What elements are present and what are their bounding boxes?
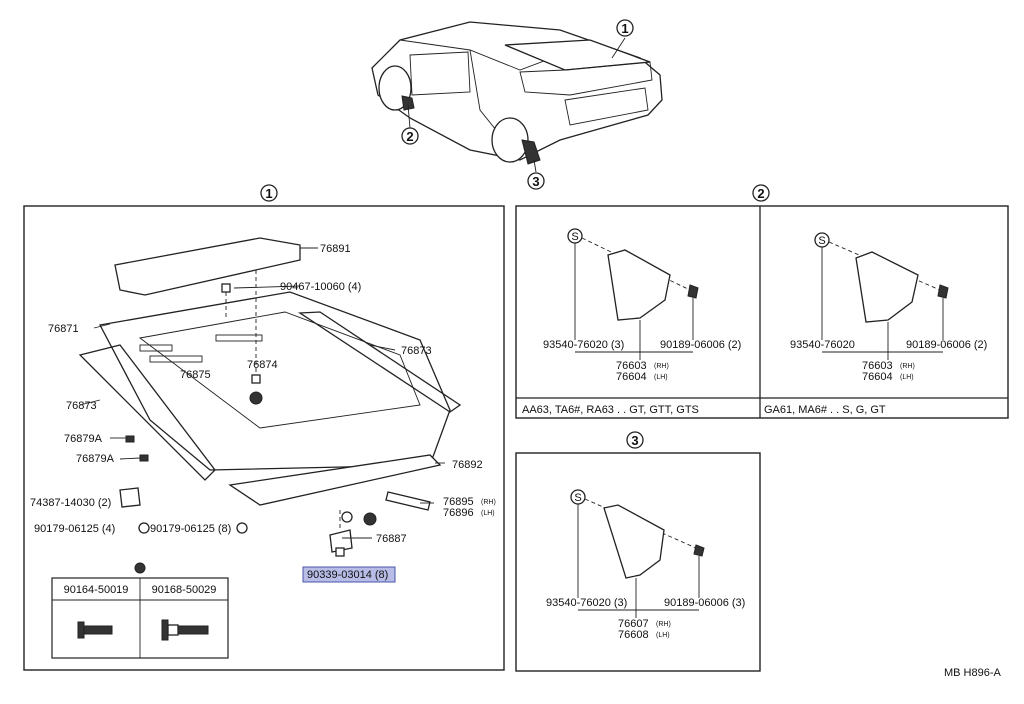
weatherstrip-right bbox=[297, 311, 462, 413]
footer-code: MB H896-A bbox=[944, 667, 1002, 679]
table-header-90168-50029: 90168-50029 bbox=[152, 584, 217, 596]
svg-text:S: S bbox=[818, 235, 825, 247]
svg-text:(LH): (LH) bbox=[481, 510, 495, 517]
svg-text:(LH): (LH) bbox=[900, 374, 914, 381]
label-90189-06006-2-right: 90189-06006 (2) bbox=[906, 339, 987, 351]
mudflap-sub-left: S 93540-76020 (3) 90189-06006 (2) 76603 … bbox=[522, 228, 741, 416]
label-76873-right: 76873 bbox=[401, 345, 432, 357]
label-90179-06125-a: 90179-06125 (4) bbox=[34, 523, 115, 535]
label-76887: 76887 bbox=[376, 533, 407, 545]
mudflap-icon bbox=[855, 251, 919, 323]
callout-2-panel: 2 bbox=[752, 184, 770, 202]
bolt-icon-2 bbox=[161, 619, 209, 641]
svg-text:90339-03014 (8): 90339-03014 (8) bbox=[307, 569, 388, 581]
hinge-part bbox=[119, 487, 141, 508]
lower-frame bbox=[228, 454, 442, 506]
label-76875: 76875 bbox=[180, 369, 211, 381]
car-illustration bbox=[371, 21, 663, 173]
label-76879a-1: 76879A bbox=[64, 433, 103, 445]
svg-text:1: 1 bbox=[265, 186, 272, 201]
label-76871: 76871 bbox=[48, 323, 79, 335]
panel-3: 3 S 93540-76020 (3) 90189-06006 (3) 7660… bbox=[515, 431, 761, 672]
label-90339-03014-highlighted[interactable]: 90339-03014 (8) bbox=[302, 566, 396, 583]
bolt-table: 90164-50019 90168-50029 bbox=[51, 562, 229, 659]
label-76603-left: 76603 bbox=[616, 360, 647, 372]
svg-text:2: 2 bbox=[406, 129, 413, 144]
svg-text:(LH): (LH) bbox=[656, 632, 670, 639]
label-76608: 76608 bbox=[618, 629, 649, 641]
label-76892: 76892 bbox=[452, 459, 483, 471]
label-76603-right: 76603 bbox=[862, 360, 893, 372]
label-90189-06006-2-left: 90189-06006 (2) bbox=[660, 339, 741, 351]
svg-text:3: 3 bbox=[532, 174, 539, 189]
label-93540-76020-3-left: 93540-76020 (3) bbox=[543, 339, 624, 351]
panel-2-frame bbox=[515, 205, 1009, 419]
label-76607: 76607 bbox=[618, 618, 649, 630]
table-header-90164-50019: 90164-50019 bbox=[64, 584, 129, 596]
svg-text:3: 3 bbox=[631, 433, 638, 448]
mudflap-icon bbox=[607, 249, 671, 321]
roof-glass-opening bbox=[138, 311, 421, 429]
models-left: AA63, TA6#, RA63 . . GT, GTT, GTS bbox=[522, 404, 699, 416]
svg-text:(RH): (RH) bbox=[481, 499, 496, 506]
models-right: GA61, MA6# . . S, G, GT bbox=[764, 404, 886, 416]
svg-text:(RH): (RH) bbox=[654, 363, 669, 370]
spoiler-part bbox=[114, 237, 301, 296]
label-76873-left: 76873 bbox=[66, 400, 97, 412]
panel-1: 1 bbox=[23, 184, 505, 671]
bracket-part bbox=[385, 491, 431, 511]
label-90467-10060: 90467-10060 (4) bbox=[280, 281, 361, 293]
label-90179-06125-b: 90179-06125 (8) bbox=[150, 523, 231, 535]
label-76895-76896: 76895 (RH) 76896 (LH) bbox=[443, 496, 496, 519]
callout-3-panel: 3 bbox=[626, 431, 644, 449]
weatherstrip-left bbox=[78, 344, 216, 481]
svg-text:(RH): (RH) bbox=[900, 363, 915, 370]
panel-1-frame bbox=[23, 205, 505, 671]
svg-text:2: 2 bbox=[757, 186, 764, 201]
label-74387-14030: 74387-14030 (2) bbox=[30, 497, 111, 509]
label-76874: 76874 bbox=[247, 359, 278, 371]
svg-text:76896: 76896 bbox=[443, 507, 474, 519]
label-76879a-2: 76879A bbox=[76, 453, 115, 465]
label-76891: 76891 bbox=[320, 243, 351, 255]
svg-text:(LH): (LH) bbox=[654, 374, 668, 381]
svg-text:S: S bbox=[571, 231, 578, 243]
svg-text:76895: 76895 bbox=[443, 496, 474, 508]
svg-text:1: 1 bbox=[621, 21, 628, 36]
roof-frame bbox=[99, 291, 451, 471]
panel-3-frame bbox=[515, 452, 761, 672]
panel-2: 2 S 93540-76020 (3) 90189-06006 (2) 7660… bbox=[515, 184, 1009, 419]
callout-3-top: 3 bbox=[527, 172, 545, 190]
callout-1-panel: 1 bbox=[260, 184, 278, 202]
label-76604-right: 76604 bbox=[862, 371, 893, 383]
svg-text:S: S bbox=[574, 492, 581, 504]
callout-2-top: 2 bbox=[401, 127, 419, 145]
mudflap-icon bbox=[603, 504, 665, 579]
label-93540-76020-right: 93540-76020 bbox=[790, 339, 855, 351]
label-76604-left: 76604 bbox=[616, 371, 647, 383]
bolt-icon-1 bbox=[77, 621, 113, 639]
label-93540-76020-3-panel3: 93540-76020 (3) bbox=[546, 597, 627, 609]
label-90189-06006-3: 90189-06006 (3) bbox=[664, 597, 745, 609]
callout-1-top: 1 bbox=[616, 19, 634, 37]
bracket-76887 bbox=[329, 529, 353, 553]
svg-text:(RH): (RH) bbox=[656, 621, 671, 628]
mudflap-sub-right: S 93540-76020 90189-06006 (2) 76603 (RH)… bbox=[764, 232, 987, 416]
